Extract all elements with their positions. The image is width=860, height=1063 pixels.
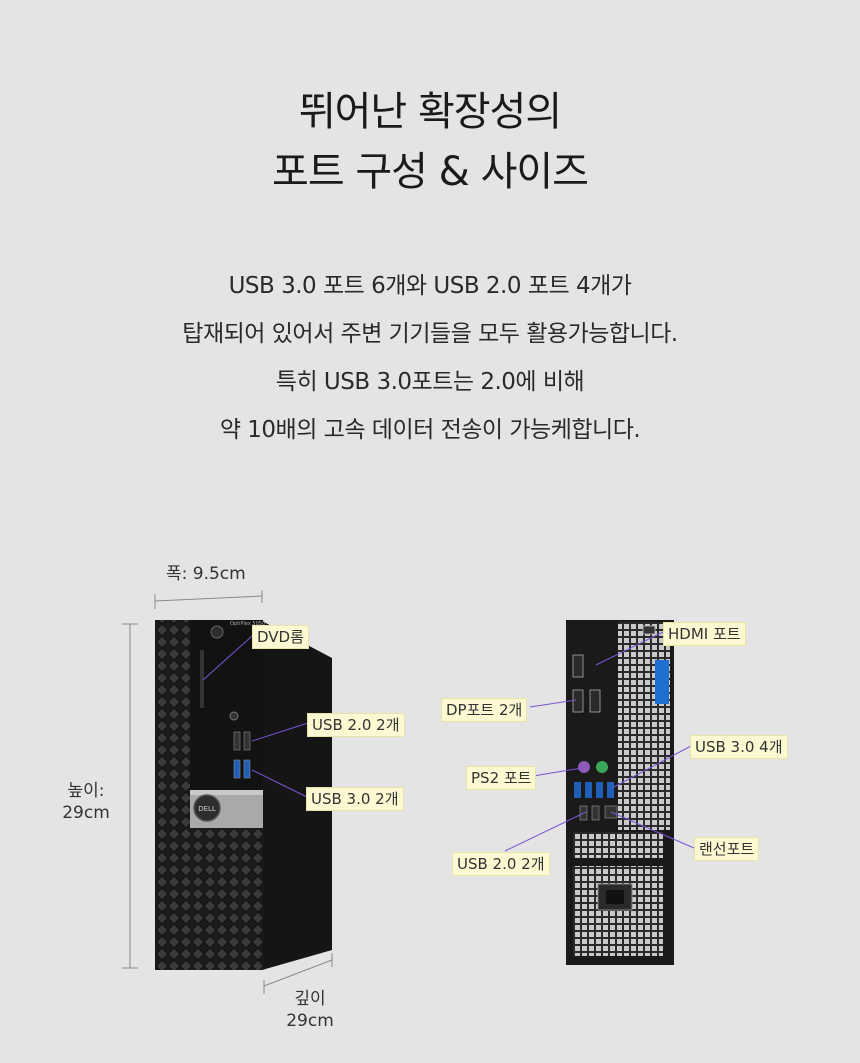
leader-back-usb30 xyxy=(611,745,692,789)
leader-hdmi xyxy=(595,631,664,666)
callout-back-usb20: USB 2.0 2개 xyxy=(452,852,550,876)
height-label: 높이: 29cm xyxy=(58,780,114,824)
description-line-4: 약 10배의 고속 데이터 전송이 가능케합니다. xyxy=(219,417,641,443)
dell-logo: DELL xyxy=(198,805,216,813)
callout-hdmi-port: HDMI 포트 xyxy=(663,622,746,646)
leader-ps2 xyxy=(532,767,583,777)
description-line-1: USB 3.0 포트 6개와 USB 2.0 포트 4개가 xyxy=(228,273,632,299)
description-line-2: 탑재되어 있어서 주변 기기들을 모두 활용가능합니다. xyxy=(182,321,678,347)
leader-front-usb30 xyxy=(251,769,308,798)
depth-label: 깊이 29cm xyxy=(280,988,340,1032)
height-dimension-line xyxy=(122,623,138,969)
page-title: 뛰어난 확장성의 포트 구성 & 사이즈 xyxy=(0,82,860,202)
model-label: OptiPlex 5050 xyxy=(230,621,265,627)
height-label-value: 29cm xyxy=(62,803,110,823)
callout-lan-port: 랜선포트 xyxy=(694,837,760,861)
description-line-3: 특히 USB 3.0포트는 2.0에 비해 xyxy=(275,369,585,395)
callout-dp-port: DP포트 2개 xyxy=(441,698,528,722)
callout-ps2-port: PS2 포트 xyxy=(466,766,537,790)
title-line-1: 뛰어난 확장성의 xyxy=(298,89,562,135)
leader-front-usb20 xyxy=(251,722,309,742)
leader-lan xyxy=(610,811,695,849)
depth-label-value: 29cm xyxy=(286,1011,334,1031)
width-label: 폭: 9.5cm xyxy=(166,564,246,584)
title-line-2: 포트 구성 & 사이즈 xyxy=(272,149,589,195)
callout-front-usb20: USB 2.0 2개 xyxy=(307,713,405,737)
back-tower xyxy=(566,620,674,965)
depth-label-title: 깊이 xyxy=(294,989,326,1009)
leader-back-usb20 xyxy=(504,811,587,852)
callout-dvd-rom: DVD롬 xyxy=(252,625,309,649)
height-label-title: 높이: xyxy=(67,781,105,801)
front-tower: OptiPlex 5050 DELL xyxy=(155,620,332,970)
callout-back-usb30: USB 3.0 4개 xyxy=(690,735,788,759)
leader-dp xyxy=(529,699,577,708)
depth-dimension-line xyxy=(263,953,333,994)
width-dimension-line xyxy=(154,590,263,609)
description: USB 3.0 포트 6개와 USB 2.0 포트 4개가 탑재되어 있어서 주… xyxy=(0,262,860,454)
callout-front-usb30: USB 3.0 2개 xyxy=(306,787,404,811)
leader-dvd xyxy=(202,635,253,681)
